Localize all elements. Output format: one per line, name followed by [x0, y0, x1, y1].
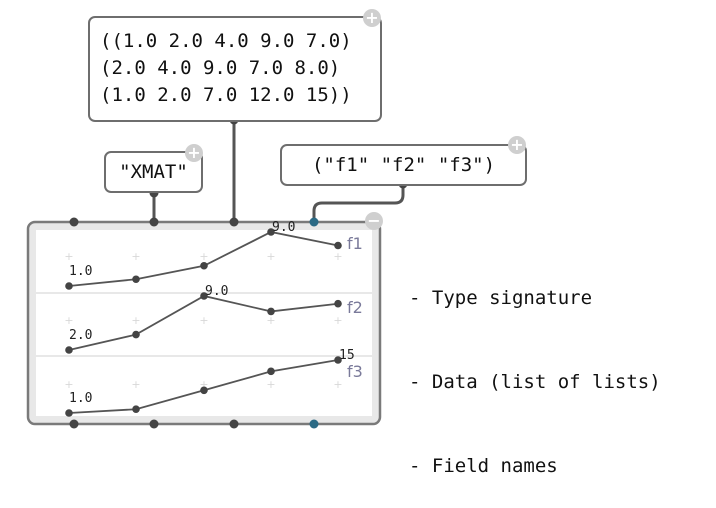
- data-label-min-f3: 1.0: [69, 391, 92, 406]
- data-point-f3-2: [132, 405, 140, 414]
- grid-marker: +: [266, 250, 275, 263]
- data-label-max-f1: 9.0: [272, 220, 295, 235]
- grid-marker: +: [333, 314, 342, 327]
- grid-marker: +: [199, 378, 208, 391]
- matrix-input-port-3[interactable]: [229, 217, 239, 227]
- type-node-add-button[interactable]: +: [185, 144, 203, 162]
- data-line-2: (2.0 4.0 9.0 7.0 8.0): [100, 57, 341, 79]
- matrix-input-port-4[interactable]: [309, 217, 319, 227]
- legend-item-type: - Type signature: [409, 287, 593, 309]
- data-point-f2-2: [132, 330, 140, 339]
- connector-names-to-matrix: [312, 184, 405, 222]
- grid-marker: +: [64, 314, 73, 327]
- data-point-f1-1: [65, 282, 73, 290]
- grid-marker: +: [131, 314, 140, 327]
- matrix-collapse-button[interactable]: −: [365, 212, 383, 230]
- data-point-f2-4: [267, 307, 275, 316]
- data-point-f1-2: [132, 275, 140, 284]
- matrix-input-port-2[interactable]: [149, 217, 159, 227]
- type-node-text: "XMAT": [119, 161, 188, 183]
- data-line-1: ((1.0 2.0 4.0 9.0 7.0): [100, 30, 352, 52]
- data-point-f2-3: [200, 292, 208, 300]
- data-node[interactable]: ((1.0 2.0 4.0 9.0 7.0) (2.0 4.0 9.0 7.0 …: [88, 16, 382, 122]
- data-point-f1-3: [200, 261, 208, 270]
- legend-item-data: - Data (list of lists): [409, 371, 661, 393]
- field-label-f1: f1: [347, 234, 363, 253]
- matrix-output-port-1[interactable]: [69, 419, 79, 429]
- field-label-f3: f3: [347, 362, 363, 381]
- data-line-3: (1.0 2.0 7.0 12.0 15)): [100, 84, 352, 106]
- data-label-max-f3: 15: [339, 348, 355, 363]
- field-label-f2: f2: [347, 298, 363, 317]
- grid-marker: +: [64, 378, 73, 391]
- names-node-add-button[interactable]: +: [508, 136, 526, 154]
- data-point-f1-4: [267, 228, 275, 236]
- data-label-min-f2: 2.0: [69, 328, 92, 343]
- grid-marker: +: [266, 378, 275, 391]
- matrix-output-port-4[interactable]: [309, 419, 319, 429]
- grid-marker: +: [266, 314, 275, 327]
- data-point-f3-1: [65, 409, 73, 417]
- names-node-text: ("f1" "f2" "f3"): [311, 154, 496, 176]
- grid-marker: +: [333, 250, 342, 263]
- legend: - Type signature - Data (list of lists) …: [409, 228, 661, 508]
- data-label-max-f2: 9.0: [205, 284, 228, 299]
- grid-marker: +: [131, 378, 140, 391]
- grid-marker: +: [199, 250, 208, 263]
- legend-item-fields: - Field names: [409, 455, 558, 477]
- matrix-input-port-1[interactable]: [69, 217, 79, 227]
- data-point-f2-1: [65, 346, 73, 354]
- grid-marker: +: [131, 250, 140, 263]
- data-node-add-button[interactable]: +: [363, 9, 381, 27]
- matrix-output-port-3[interactable]: [229, 419, 239, 429]
- data-label-min-f1: 1.0: [69, 264, 92, 279]
- matrix-output-port-2[interactable]: [149, 419, 159, 429]
- data-point-f3-3: [200, 386, 208, 395]
- data-point-f3-5: [334, 356, 342, 364]
- names-node[interactable]: ("f1" "f2" "f3"): [280, 144, 527, 186]
- data-point-f2-5: [334, 299, 342, 308]
- data-point-f1-5: [334, 241, 342, 250]
- grid-marker: +: [199, 314, 208, 327]
- grid-marker: +: [64, 250, 73, 263]
- data-point-f3-4: [267, 367, 275, 376]
- grid-marker: +: [333, 378, 342, 391]
